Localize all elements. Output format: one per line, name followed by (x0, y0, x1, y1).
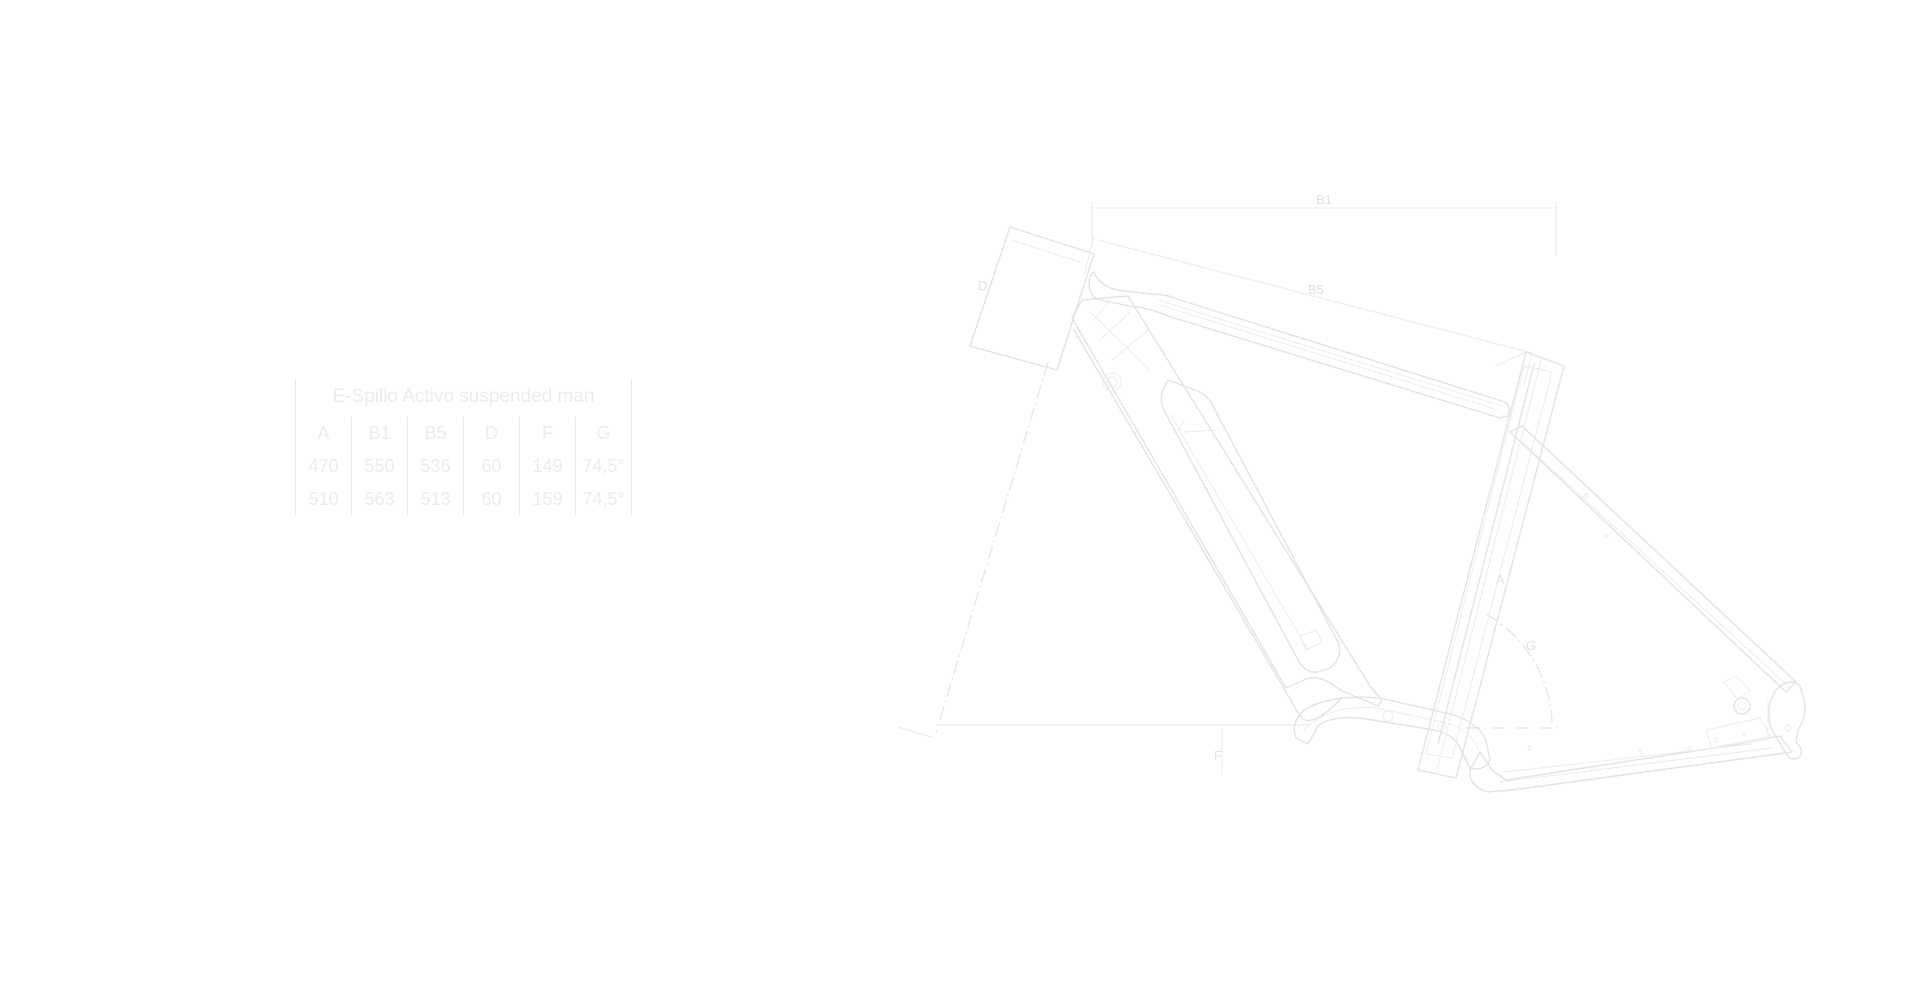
table-cell: 470 (295, 450, 352, 483)
down-tube (1071, 295, 1383, 722)
dimension-g: G (1466, 613, 1562, 729)
table-row: 510 563 513 60 159 74,5° (295, 483, 632, 516)
table-cell: 550 (351, 450, 408, 483)
table-cell: 74,5° (575, 483, 632, 516)
geometry-table: E-Spillo Activo suspended man A B1 B5 D … (295, 379, 632, 516)
label-d: D (978, 278, 987, 293)
dimension-b1: B1 (1091, 192, 1557, 256)
table-cell: 60 (463, 450, 520, 483)
head-tube: D (969, 226, 1095, 371)
label-g: G (1526, 638, 1536, 653)
rear-axle (1767, 700, 1792, 740)
label-b5: B5 (1308, 282, 1324, 297)
table-cell: 159 (519, 483, 576, 516)
table-cell: 563 (351, 483, 408, 516)
table-cell: 536 (407, 450, 464, 483)
label-b1: B1 (1316, 192, 1332, 207)
table-cell: 74,5° (575, 450, 632, 483)
dimension-a: F (897, 361, 1310, 775)
chain-stay (1469, 735, 1793, 793)
table-cell: 60 (463, 483, 520, 516)
seat-stay (1509, 425, 1797, 693)
label-f: F (1214, 748, 1222, 763)
top-tube (1088, 271, 1511, 419)
column-header-d: D (463, 417, 520, 450)
dimension-b5: B5 (1083, 235, 1533, 385)
column-header-b5: B5 (407, 417, 464, 450)
table-row: 470 550 536 60 149 74,5° (295, 450, 632, 483)
column-header-f: F (519, 417, 576, 450)
rear-dropout (1705, 675, 1806, 760)
column-header-g: G (575, 417, 632, 450)
table-cell: 513 (407, 483, 464, 516)
battery (1160, 379, 1341, 673)
table-cell: 510 (295, 483, 352, 516)
geometry-table-header-row: A B1 B5 D F G (295, 417, 632, 450)
column-header-a: A (295, 417, 352, 450)
column-header-b1: B1 (351, 417, 408, 450)
geometry-table-title: E-Spillo Activo suspended man (295, 379, 632, 417)
label-a: A (1496, 572, 1505, 587)
table-cell: 149 (519, 450, 576, 483)
